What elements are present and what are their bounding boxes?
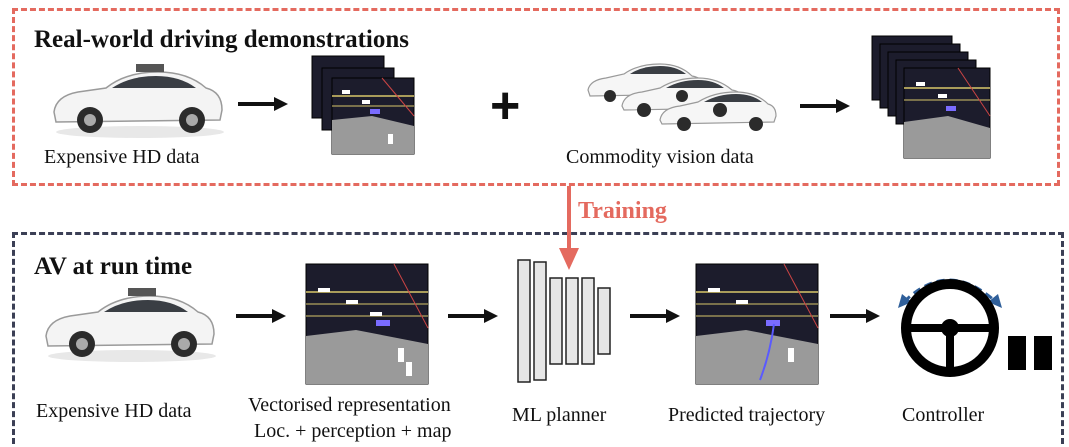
av-runtime-title: AV at run time: [34, 253, 193, 280]
vision-bev-stack: [871, 35, 991, 159]
planner-caption: ML planner: [512, 404, 607, 426]
arrow-icon: [800, 99, 850, 113]
steering-wheel-icon: [898, 278, 1002, 377]
ml-planner-network-icon: [517, 259, 611, 383]
av-runtime-frame: [12, 232, 1064, 444]
arrow-icon: [448, 309, 498, 323]
controller-caption: Controller: [902, 404, 985, 426]
predicted-trajectory-frame: [695, 263, 819, 385]
real-world-title: Real-world driving demonstrations: [34, 26, 409, 53]
training-arrow-icon: [559, 186, 579, 270]
arrow-icon: [630, 309, 680, 323]
hd-car-icon: [45, 288, 216, 362]
real-world-demonstrations-frame: [12, 8, 1060, 186]
hd-bev-stack: [311, 55, 415, 155]
arrow-icon: [830, 309, 880, 323]
training-label: Training: [578, 198, 667, 224]
vector-caption-line2: Loc. + perception + map: [254, 420, 452, 442]
arrow-icon: [238, 97, 288, 111]
bottom-hd-caption: Expensive HD data: [36, 400, 192, 422]
trajectory-caption: Predicted trajectory: [668, 404, 826, 426]
vector-caption-line1: Vectorised representation: [248, 394, 451, 416]
vectorised-representation-frame: [305, 263, 429, 385]
pedals-icon: [1008, 336, 1052, 370]
top-hd-caption: Expensive HD data: [44, 146, 200, 168]
commodity-cars-icon: [587, 63, 777, 131]
arrow-icon: [236, 309, 286, 323]
vision-caption: Commodity vision data: [566, 146, 754, 168]
hd-car-icon: [53, 64, 224, 138]
plus-sign: +: [490, 77, 521, 135]
